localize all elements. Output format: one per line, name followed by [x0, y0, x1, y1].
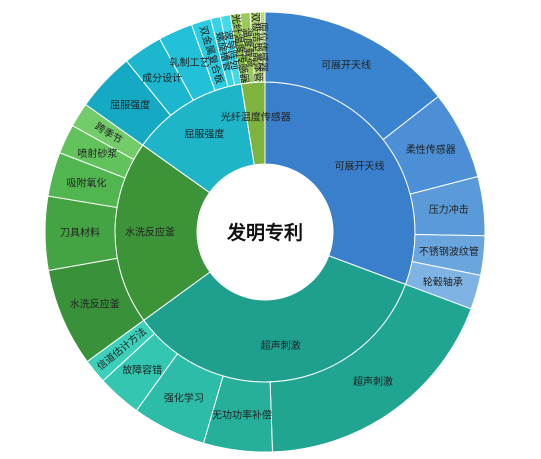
outer-label-24: 原位传感器 — [257, 22, 271, 72]
inner-label-3: 屈服强度 — [184, 127, 224, 140]
center-title: 发明专利 — [226, 221, 303, 244]
outer-label-16: 成分设计 — [142, 71, 182, 84]
outer-label-17: 轧制工艺 — [170, 56, 210, 69]
inner-ring — [114, 81, 416, 383]
outer-label-23: 双极结型晶体管 — [249, 12, 265, 83]
inner-label-4: 光纤温度传感器 — [221, 110, 291, 123]
outer-label-2: 压力冲击 — [429, 203, 469, 216]
outer-label-13: 喷射砂浆 — [77, 147, 117, 160]
outer-label-12: 吸附氧化 — [67, 176, 107, 189]
center-disc — [197, 164, 333, 300]
outer-label-6: 无功功率补偿 — [212, 409, 272, 422]
outer-label-3: 不锈钢波纹管 — [419, 245, 479, 258]
outer-label-11: 刀具材料 — [60, 226, 100, 239]
outer-label-22: 温度载荷 — [240, 27, 257, 68]
outer-ring — [44, 11, 486, 453]
outer-label-10: 水洗反应釜 — [70, 297, 120, 310]
outer-label-8: 故障容错 — [122, 363, 162, 376]
outer-label-4: 轮毂轴承 — [423, 276, 463, 289]
outer-label-0: 可展开天线 — [321, 59, 371, 72]
outer-label-1: 柔性传感器 — [406, 143, 456, 156]
outer-sector-24[interactable] — [259, 11, 266, 83]
inner-label-2: 水洗反应釜 — [125, 226, 175, 239]
inner-label-1: 超声刺激 — [261, 339, 301, 352]
outer-label-15: 屈服强度 — [110, 98, 150, 111]
outer-label-7: 强化学习 — [164, 391, 204, 404]
outer-label-5: 超声刺激 — [353, 375, 393, 388]
inner-label-0: 可展开天线 — [334, 159, 384, 172]
